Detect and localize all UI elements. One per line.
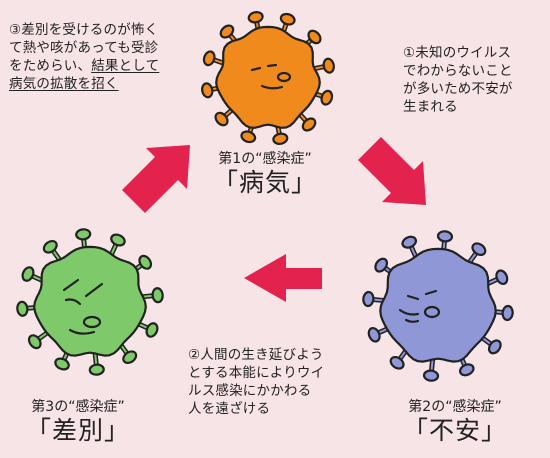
virus-spike-knob xyxy=(214,111,229,127)
virus-spike-knob xyxy=(367,326,381,343)
blue-virus-icon xyxy=(362,230,514,382)
virus-spike-knob xyxy=(501,304,514,322)
virus-spike-knob xyxy=(247,11,264,24)
note1-line1: ①未知のウイルス xyxy=(403,45,512,61)
note3-underlined-1: 結果として xyxy=(91,58,160,74)
note2-line3: ルス感染にかかわる xyxy=(188,383,312,399)
note-second-explanation: ②人間の生き延びよう とする本能によりウイ ルス感染にかかわる 人を遠ざける xyxy=(188,346,363,418)
virus-spike-knob xyxy=(401,235,418,249)
note3-line1: ③差別を受けるのが怖く xyxy=(9,22,159,38)
virus-spike-knob xyxy=(122,350,138,365)
virus-spike-knob xyxy=(201,82,214,99)
virus-spike-knob xyxy=(138,254,153,270)
note3-line2: て熱や咳があっても受診 xyxy=(9,40,159,56)
note2-line2: とする本能によりウイ xyxy=(188,365,325,381)
stage-third-caption: 第3の“感染症” 「差別」 xyxy=(8,398,148,446)
note2-line4: 人を遠ざける xyxy=(188,401,271,417)
virus-spike-knob xyxy=(75,228,92,241)
virus-spike-knob xyxy=(54,357,70,371)
virus-spike-knob xyxy=(307,29,322,45)
note1-line2: でわからないこと xyxy=(403,63,513,79)
stage-second-title: 「不安」 xyxy=(402,416,507,445)
virus-spike-knob xyxy=(145,322,159,338)
virus-spike-knob xyxy=(374,257,389,273)
virus-spike-knob xyxy=(322,57,335,74)
virus-spike-knob xyxy=(88,363,105,376)
stage-third-label: 第3の“感染症” xyxy=(31,399,125,415)
virus-spike-knob xyxy=(389,355,405,370)
virus-spike-knob xyxy=(272,132,289,145)
virus-spike-knob xyxy=(362,290,375,308)
virus-spike-knob xyxy=(458,363,475,377)
virus-spike-knob xyxy=(27,334,42,350)
note3-line3: をためらい、結果として xyxy=(9,58,160,74)
stage-second-label: 第2の“感染症” xyxy=(408,399,502,415)
virus-spike-knob xyxy=(436,230,454,243)
virus-spike-knob xyxy=(151,287,164,304)
stage-first-title: 「病気」 xyxy=(212,168,317,197)
virus-spike-knob xyxy=(16,300,29,317)
orange-virus-icon xyxy=(201,11,335,145)
note1-line3: が多いため不安が xyxy=(403,81,513,97)
virus-spike-knob xyxy=(42,239,58,254)
virus-spike-knob xyxy=(495,269,509,286)
virus-spike-knob xyxy=(202,50,216,67)
stage-second-caption: 第2の“感染症” 「不安」 xyxy=(385,398,525,446)
note-third-explanation: ③差別を受けるのが怖く て熱や咳があっても受診 をためらい、結果として 病気の拡… xyxy=(9,21,219,93)
virus-spike-knob xyxy=(240,130,257,144)
virus-spike-knob xyxy=(279,12,296,26)
stage-first-label: 第1の“感染症” xyxy=(218,151,312,167)
virus-spike-knob xyxy=(487,339,502,355)
virus-spike-knob xyxy=(422,369,440,382)
virus-spike-knob xyxy=(21,266,35,282)
virus-spike-knob xyxy=(219,24,235,39)
virus-spike-knob xyxy=(471,242,487,257)
arrow-to-third xyxy=(244,254,322,302)
note1-line4: 生まれる xyxy=(403,99,458,115)
note2-line1: ②人間の生き延びよう xyxy=(188,347,324,363)
green-virus-icon xyxy=(16,228,164,376)
note-first-explanation: ①未知のウイルス でわからないこと が多いため不安が 生まれる xyxy=(403,44,548,116)
arrow-to-first xyxy=(122,145,190,213)
stage-third-title: 「差別」 xyxy=(25,416,130,445)
stage-first-caption: 第1の“感染症” 「病気」 xyxy=(195,150,335,198)
note3-line4: 病気の拡散を招く xyxy=(9,76,119,92)
virus-spike-knob xyxy=(110,233,126,247)
arrow-to-second xyxy=(358,137,426,205)
virus-spike-knob xyxy=(301,117,317,132)
virus-spike-knob xyxy=(320,89,334,106)
